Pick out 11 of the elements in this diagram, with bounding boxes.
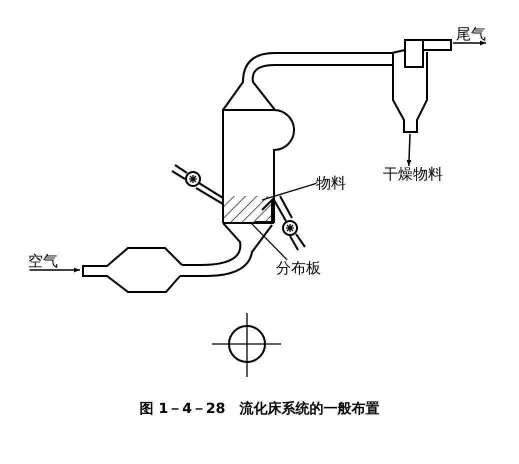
label-text: 分布板	[276, 260, 321, 277]
arrow	[30, 268, 80, 272]
arrow	[406, 134, 412, 166]
label-text: 空气	[28, 253, 58, 270]
leader-line	[250, 222, 288, 260]
label-text: 干燥物料	[383, 166, 443, 183]
figure-caption: 图 1－4－28 流化床系统的一般布置	[138, 400, 380, 418]
label-text: 尾气	[456, 26, 486, 43]
leader-line	[262, 182, 316, 201]
arrow	[453, 40, 486, 46]
label-text: 物料	[316, 175, 346, 192]
